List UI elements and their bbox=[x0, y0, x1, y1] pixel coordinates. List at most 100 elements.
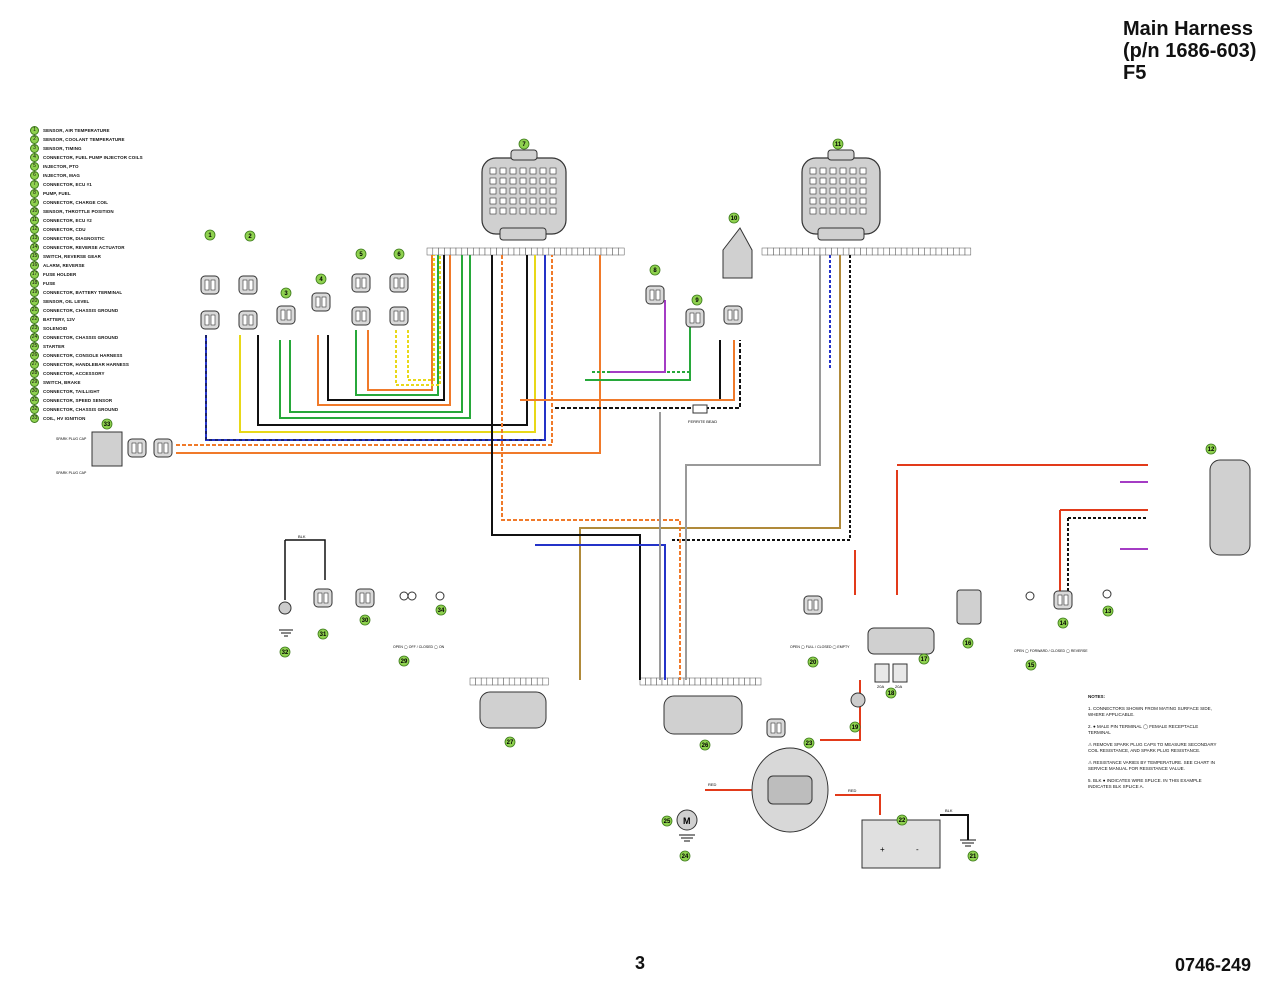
ecu-pin bbox=[819, 187, 827, 195]
wire-black-2 bbox=[327, 255, 445, 401]
header-pin bbox=[871, 247, 879, 256]
legend-number: 28 bbox=[30, 369, 39, 378]
note-1: 1. CONNECTORS SHOWN FROM MATING SURFACE … bbox=[1088, 706, 1212, 717]
header-pin bbox=[813, 247, 821, 256]
ecu-pin bbox=[849, 207, 857, 215]
header-pin bbox=[842, 247, 850, 256]
header-pin bbox=[438, 247, 445, 256]
callout-badge bbox=[101, 418, 113, 430]
header-pin bbox=[531, 677, 538, 686]
callout-badge-number: 31 bbox=[320, 632, 327, 638]
legend-text: SENSOR, TIMING bbox=[43, 146, 82, 151]
header-pin bbox=[490, 247, 497, 256]
connector26-pin-row bbox=[639, 677, 762, 686]
header-pin bbox=[694, 677, 701, 686]
note-5: 5. BLK ● INDICATES WIRE SPLICE. IN THIS … bbox=[1088, 778, 1202, 789]
legend-text: CONNECTOR, CHARGE COIL bbox=[43, 200, 109, 205]
ecu-pin bbox=[839, 207, 847, 215]
header-pin bbox=[503, 677, 510, 686]
callout-badge bbox=[967, 850, 979, 862]
ecu-pin bbox=[849, 197, 857, 205]
wire-orange-1 bbox=[317, 255, 451, 406]
callout-badge-number: 4 bbox=[319, 277, 323, 283]
connector-6-top bbox=[389, 273, 409, 293]
note-3: ⚠ REMOVE SPARK PLUG CAPS TO MEASURE SECO… bbox=[1088, 742, 1217, 753]
header-pin bbox=[895, 247, 902, 256]
header-pin bbox=[469, 677, 476, 686]
header-pin bbox=[848, 247, 856, 256]
legend-text: CONNECTOR, ECU #2 bbox=[43, 218, 92, 223]
header-pin bbox=[594, 247, 602, 256]
header-pin bbox=[784, 247, 792, 256]
connector-8 bbox=[645, 285, 665, 305]
title-line-2: (p/n 1686-603) bbox=[1123, 40, 1257, 62]
legend-text: INJECTOR, PTO bbox=[43, 164, 79, 169]
ecu-pin bbox=[859, 177, 867, 185]
callout-badge bbox=[832, 138, 844, 150]
header-pin bbox=[520, 677, 527, 686]
header-pin bbox=[618, 247, 625, 256]
header-pin bbox=[779, 247, 786, 256]
callout-badge bbox=[1102, 605, 1114, 617]
legend-text: CONNECTOR, FUEL PUMP INJECTOR COILS bbox=[43, 155, 143, 160]
callout-badge bbox=[244, 230, 256, 242]
wire-orange-6 bbox=[501, 255, 681, 680]
header-pin bbox=[964, 247, 972, 256]
throttle-position-sensor bbox=[722, 227, 753, 279]
ecu-connector-1 bbox=[481, 149, 567, 241]
connector-1-top bbox=[200, 275, 220, 295]
legend-number: 13 bbox=[30, 234, 39, 243]
ecu-pin bbox=[519, 197, 527, 205]
callout-badge-number: 32 bbox=[282, 650, 289, 656]
note-4: ⚠ RESISTANCE VARIES BY TEMPERATURE. SEE … bbox=[1088, 760, 1215, 771]
header-pin bbox=[650, 677, 657, 686]
callout-badge bbox=[435, 604, 447, 616]
header-pin bbox=[484, 247, 492, 256]
header-pin bbox=[733, 677, 740, 686]
ecu-pin bbox=[849, 167, 857, 175]
header-pin bbox=[496, 247, 503, 256]
ferrite-bead-label: FERRITE BEAD bbox=[688, 419, 717, 424]
legend-number: 21 bbox=[30, 306, 39, 315]
legend-text: CONNECTOR, ACCESSORY bbox=[43, 371, 105, 376]
ecu-pin bbox=[489, 197, 497, 205]
battery-wire-label: RED bbox=[848, 788, 857, 793]
wire-blue-3 bbox=[535, 544, 666, 680]
ground-wire-label: BLK bbox=[945, 808, 953, 813]
callout-badge bbox=[803, 737, 815, 749]
header-pin bbox=[700, 677, 707, 686]
ecu-pin bbox=[499, 197, 507, 205]
callout-badge bbox=[204, 229, 216, 241]
wire-tan-1 bbox=[579, 255, 841, 680]
reverse-alarm bbox=[956, 589, 982, 625]
ecu-pin bbox=[529, 207, 537, 215]
header-pin bbox=[796, 247, 803, 256]
ecu-pin bbox=[809, 197, 817, 205]
connector27-pin-row bbox=[469, 677, 549, 686]
header-pin bbox=[831, 247, 838, 256]
callout-badge-number: 20 bbox=[810, 660, 817, 666]
ecu-pin bbox=[819, 177, 827, 185]
legend-text: FUSE bbox=[43, 281, 56, 286]
callout-badge-number: 24 bbox=[682, 854, 689, 860]
legend-number: 15 bbox=[30, 252, 39, 261]
connector-1-bottom bbox=[200, 310, 220, 330]
callout-badge-number: 30 bbox=[362, 618, 369, 624]
oil-switch-text: OPEN ◯ FULL / CLOSED ◯ EMPTY bbox=[790, 644, 850, 649]
ecu-connector-2 bbox=[801, 149, 881, 241]
header-pin bbox=[727, 677, 734, 686]
header-pin bbox=[808, 247, 815, 256]
wire-rev-black bbox=[1067, 517, 1148, 600]
legend-text: SENSOR, COOLANT TEMPERATURE bbox=[43, 137, 125, 142]
